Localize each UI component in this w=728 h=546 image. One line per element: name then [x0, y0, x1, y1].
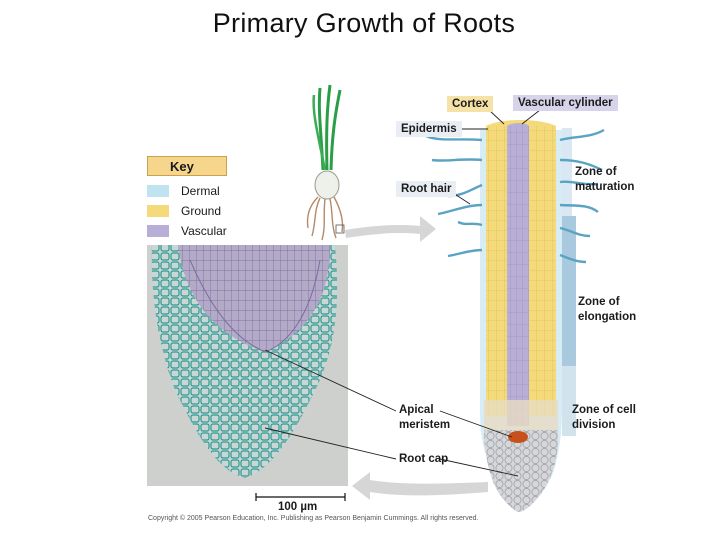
root-schematic: [425, 120, 605, 512]
key-label-ground: Ground: [181, 204, 222, 218]
label-zone-elongation: Zone of elongation: [578, 296, 637, 323]
label-epidermis: Epidermis: [396, 121, 462, 137]
arrow-to-micrograph-icon: [352, 472, 488, 500]
scale-bar-label: 100 µm: [278, 501, 318, 513]
zone-maturation-bar: [562, 128, 572, 218]
label-vascular-cylinder: Vascular cylinder: [513, 95, 618, 111]
zone-division-bar: [562, 366, 576, 436]
leader-lines: [264, 109, 541, 477]
key-label-dermal: Dermal: [181, 184, 220, 198]
page-title: Primary Growth of Roots: [212, 8, 516, 38]
onion-seedling-icon: [306, 84, 345, 241]
label-root-cap: Root cap: [399, 453, 449, 465]
label-root-hair: Root hair: [396, 181, 457, 197]
key-label-vascular: Vascular: [181, 224, 227, 238]
key-header: Key: [147, 156, 227, 176]
vascular-swatch: [147, 225, 169, 237]
apical-meristem-spot: [508, 431, 528, 443]
copyright-text: Copyright © 2005 Pearson Education, Inc.…: [148, 515, 479, 522]
root-hairs: [425, 128, 605, 264]
arrow-to-root-icon: [345, 216, 436, 242]
label-apical-meristem: Apical meristem: [399, 404, 451, 431]
root-tip-micrograph: [147, 245, 348, 486]
label-cortex: Cortex: [447, 96, 494, 112]
scale-bar: [255, 493, 346, 501]
label-zone-maturation: Zone of maturation: [575, 166, 635, 193]
dermal-swatch: [147, 185, 169, 197]
label-zone-cell-division: Zone of cell division: [572, 404, 636, 431]
zone-elongation-bar: [562, 216, 576, 366]
ground-swatch: [147, 205, 169, 217]
